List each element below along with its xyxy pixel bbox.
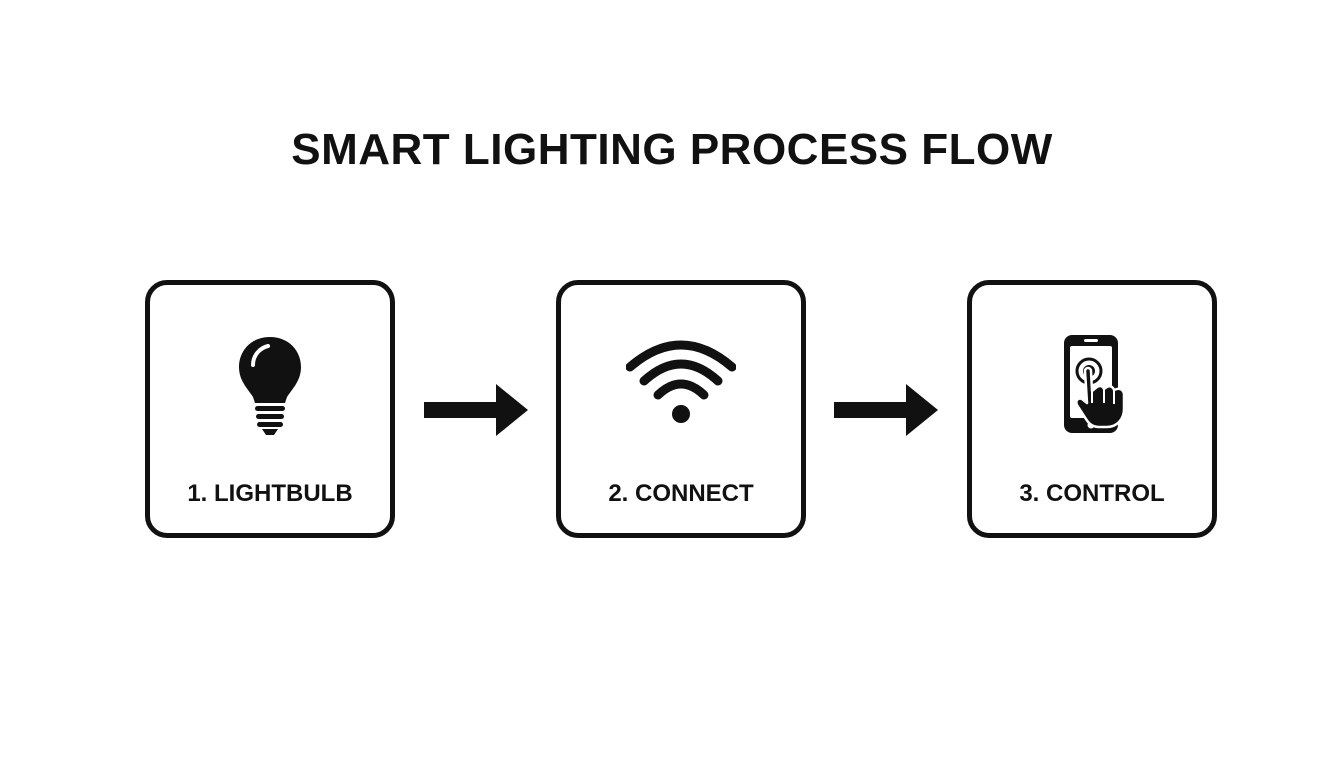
step-label: 1. LIGHTBULB [187,480,353,507]
step-label: 3. CONTROL [1019,480,1165,507]
arrow-right-icon [834,380,940,440]
lightbulb-icon [215,329,325,439]
diagram-title: SMART LIGHTING PROCESS FLOW [291,125,1053,174]
step-label: 2. CONNECT [608,480,754,507]
step-box-connect: 2. CONNECT [556,280,806,538]
wifi-icon [626,329,736,439]
smartphone-touch-icon [1037,329,1147,439]
step-box-lightbulb: 1. LIGHTBULB [145,280,395,538]
arrow-right-icon [424,380,530,440]
step-box-control: 3. CONTROL [967,280,1217,538]
